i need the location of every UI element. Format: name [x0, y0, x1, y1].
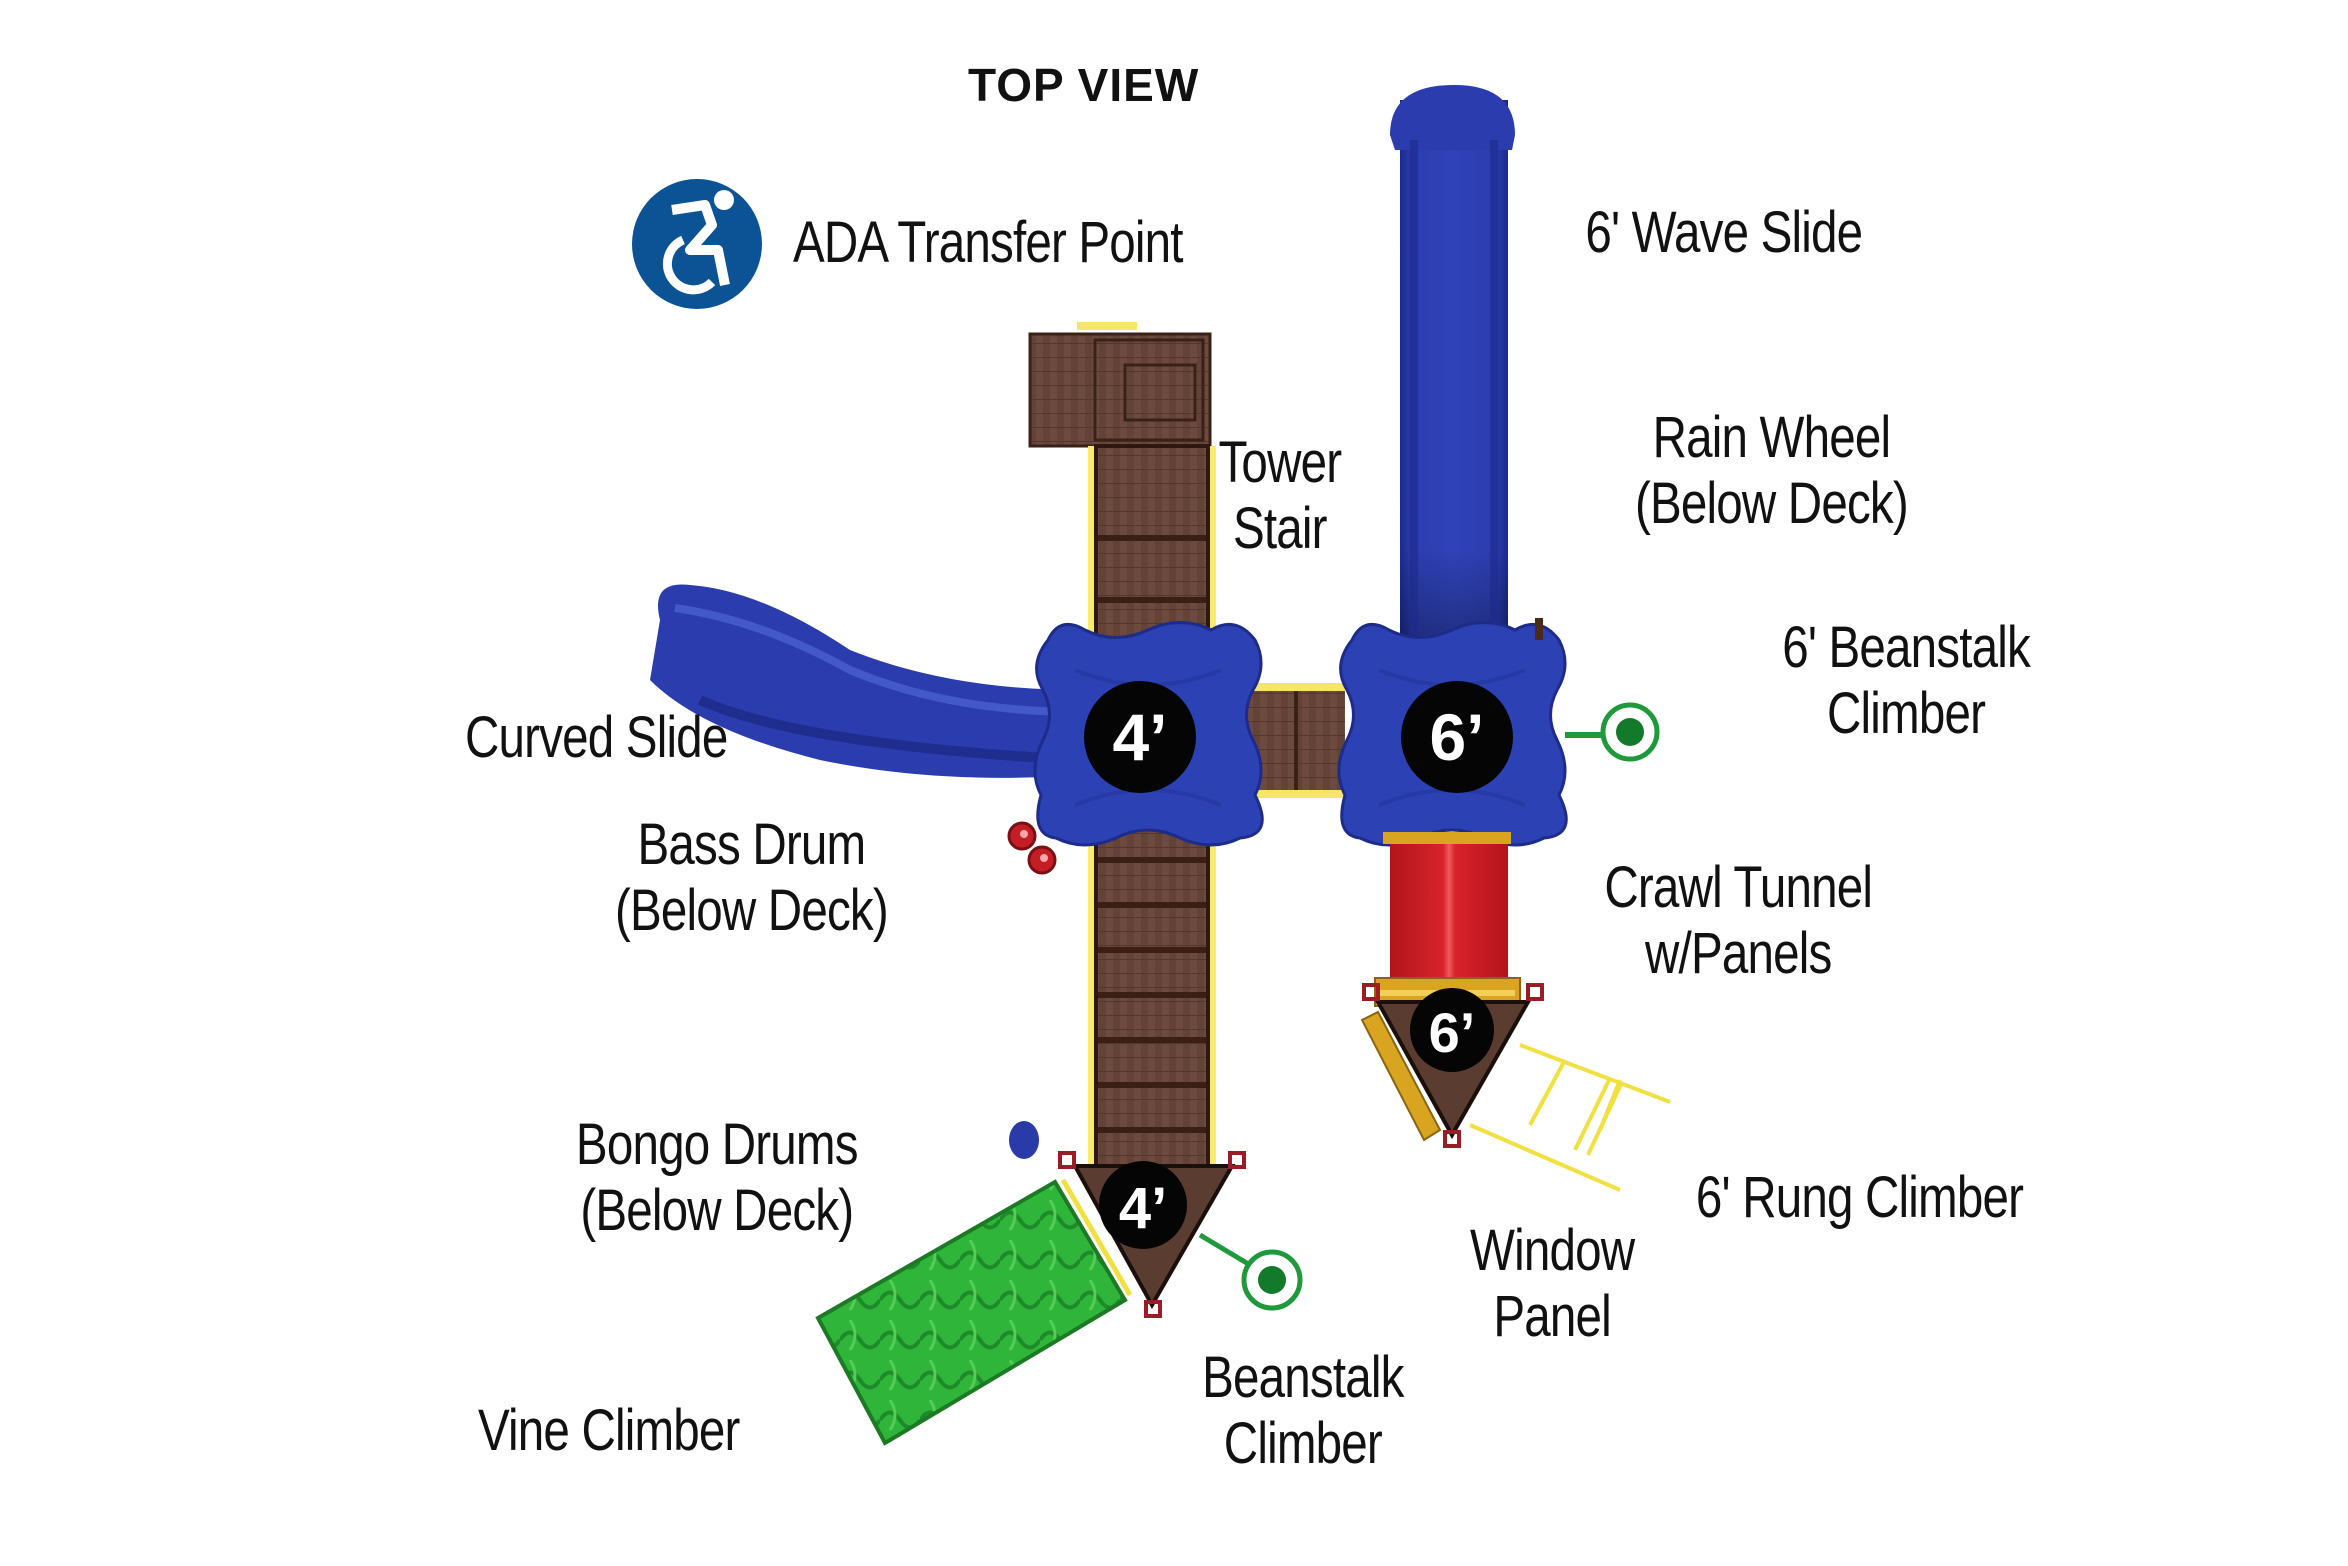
deck-height-badge-4ft: [1084, 681, 1196, 793]
label-line: Window: [1470, 1218, 1635, 1283]
bongo-drums: [1009, 1121, 1039, 1159]
label-line: Curved Slide: [465, 705, 728, 770]
wave-slide: [1390, 85, 1515, 660]
label-rain-wheel: Rain Wheel (Below Deck): [1634, 405, 1909, 537]
vine-climber: [815, 1174, 1142, 1446]
bass-drum: [1007, 821, 1057, 875]
label-beanstalk: Beanstalk Climber: [1202, 1345, 1404, 1477]
label-line: (Below Deck): [1634, 471, 1909, 536]
label-line: Climber: [1223, 1411, 1383, 1476]
label-crawl-tunnel: Crawl Tunnel w/Panels: [1604, 855, 1873, 987]
crawl-tunnel: [1374, 832, 1521, 1007]
deck-4ft: 4’: [1033, 621, 1264, 847]
label-bass-drum: Bass Drum (Below Deck): [614, 812, 889, 944]
label-bongo-drums: Bongo Drums (Below Deck): [575, 1112, 859, 1244]
bridge: [1245, 683, 1345, 798]
beanstalk-climber-6ft: [1565, 702, 1660, 762]
label-wave-slide: 6' Wave Slide: [1585, 200, 1863, 266]
label-line: Tower: [1218, 430, 1342, 495]
label-vine-climber: Vine Climber: [478, 1398, 740, 1464]
diagram-title: TOP VIEW: [968, 59, 1200, 111]
label-line: Bongo Drums: [575, 1112, 859, 1177]
label-line: (Below Deck): [614, 878, 889, 943]
label-line: Crawl Tunnel: [1604, 855, 1873, 920]
label-line: 6' Beanstalk: [1782, 615, 2031, 680]
label-line: Rain Wheel: [1652, 405, 1891, 470]
deck-height-label: 6’: [1429, 1001, 1476, 1064]
deck-height-badge-6ft: [1401, 681, 1513, 793]
label-window-panel: Window Panel: [1470, 1218, 1635, 1350]
label-line: w/Panels: [1645, 921, 1832, 986]
rung-climber: [1469, 1043, 1671, 1192]
label-line: Beanstalk: [1202, 1345, 1404, 1410]
label-line: Panel: [1493, 1284, 1611, 1349]
curved-slide: [650, 584, 1081, 778]
label-line: 6' Rung Climber: [1695, 1165, 2024, 1230]
deck-4ft-triangle: 4’: [1058, 1151, 1246, 1318]
ada-transfer-point-label: ADA Transfer Point: [793, 210, 1184, 275]
label-line: Climber: [1827, 681, 1986, 746]
deck-height-label: 4’: [1112, 700, 1167, 774]
label-line: Stair: [1233, 496, 1328, 561]
label-curved-slide: Curved Slide: [465, 705, 728, 771]
beanstalk-climber: [1198, 1232, 1303, 1311]
accessibility-wheelchair-icon: [632, 179, 762, 309]
label-tower-stair: Tower Stair: [1218, 430, 1342, 562]
label-rung-climber: 6' Rung Climber: [1695, 1165, 2024, 1231]
label-line: (Below Deck): [580, 1178, 854, 1243]
deck-6ft: 6’: [1337, 618, 1568, 847]
window-panel: [1360, 1010, 1442, 1142]
deck-height-label: 4’: [1119, 1176, 1167, 1241]
label-line: Vine Climber: [478, 1398, 740, 1463]
deck-6ft-triangle: 6’: [1362, 983, 1544, 1148]
label-line: Bass Drum: [637, 812, 867, 877]
label-beanstalk-6ft: 6' Beanstalk Climber: [1782, 615, 2031, 747]
label-line: 6' Wave Slide: [1585, 200, 1863, 265]
deck-height-label: 6’: [1429, 700, 1484, 774]
